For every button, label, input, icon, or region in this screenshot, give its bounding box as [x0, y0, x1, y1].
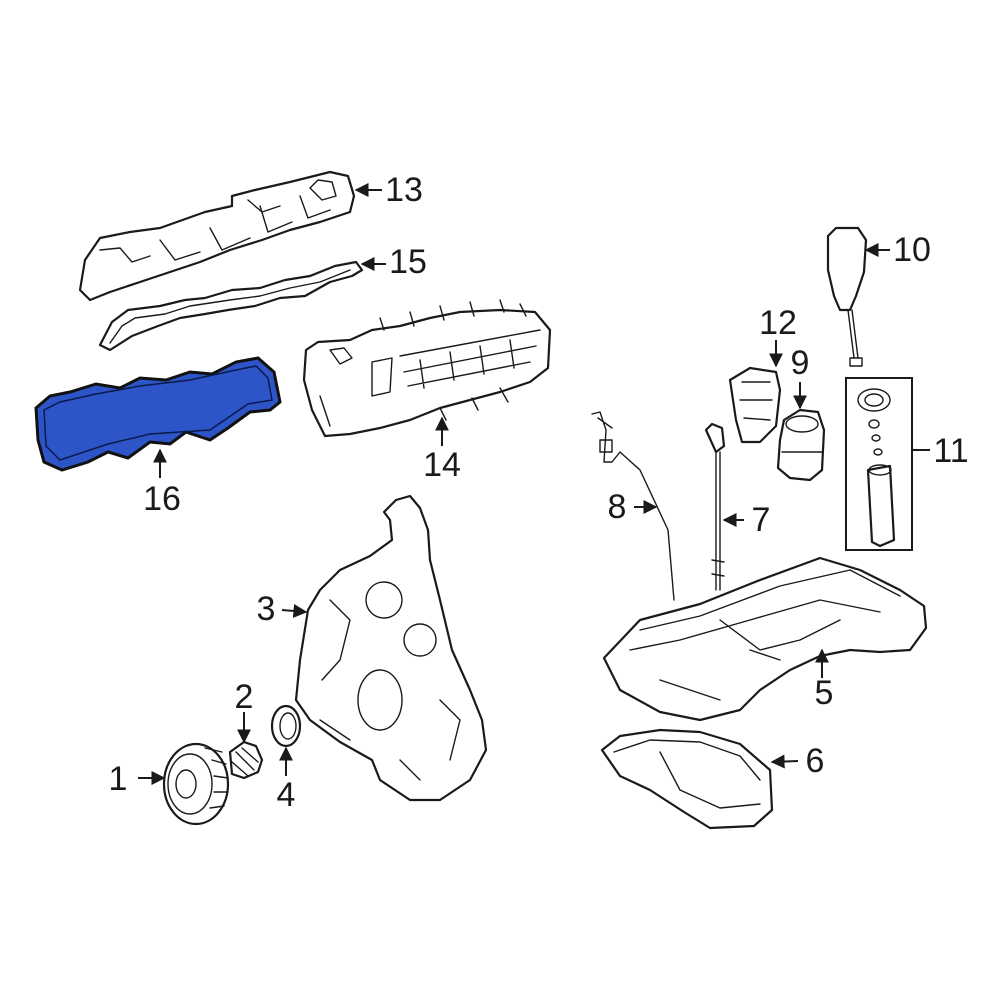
callout-10[interactable]: 10 [893, 231, 931, 269]
callout-12[interactable]: 12 [759, 304, 797, 342]
lower-oil-pan-part[interactable] [600, 728, 774, 830]
callout-5[interactable]: 5 [815, 674, 834, 712]
callout-2[interactable]: 2 [235, 678, 254, 716]
front-seal-part[interactable] [270, 704, 302, 748]
highlighted-gasket-part[interactable] [34, 356, 282, 472]
callout-7[interactable]: 7 [752, 501, 771, 539]
timing-sprocket-part[interactable] [228, 740, 264, 780]
oil-filler-cap-part[interactable] [826, 226, 868, 367]
crankshaft-pulley-part[interactable] [162, 742, 230, 826]
timing-cover-part[interactable] [294, 494, 488, 802]
leader-lines [138, 183, 930, 785]
callout-11[interactable]: 11 [933, 432, 968, 470]
filter-bracket-part[interactable] [728, 366, 782, 444]
callout-15[interactable]: 15 [389, 243, 427, 281]
callout-8[interactable]: 8 [608, 488, 627, 526]
upper-oil-pan-part[interactable] [602, 556, 928, 722]
callout-14[interactable]: 14 [423, 446, 461, 484]
dipstick-part[interactable] [591, 411, 675, 601]
leader-6 [770, 754, 799, 769]
callout-9[interactable]: 9 [791, 344, 810, 382]
oil-filter-housing-part[interactable] [776, 408, 826, 482]
oil-filter-kit-part[interactable] [845, 377, 913, 551]
callout-labels: 1 2 3 4 5 6 7 8 9 10 11 12 13 14 15 16 [109, 171, 969, 814]
cylinder-head-part[interactable] [302, 299, 552, 438]
callout-1[interactable]: 1 [109, 760, 128, 798]
valve-cover-part[interactable] [78, 170, 356, 302]
callout-3[interactable]: 3 [257, 590, 276, 628]
leader-3 [281, 603, 308, 618]
callout-4[interactable]: 4 [277, 776, 296, 814]
callout-16[interactable]: 16 [143, 480, 181, 518]
dipstick-tube-part[interactable] [704, 422, 726, 591]
callout-13[interactable]: 13 [385, 171, 423, 209]
callout-6[interactable]: 6 [806, 742, 825, 780]
